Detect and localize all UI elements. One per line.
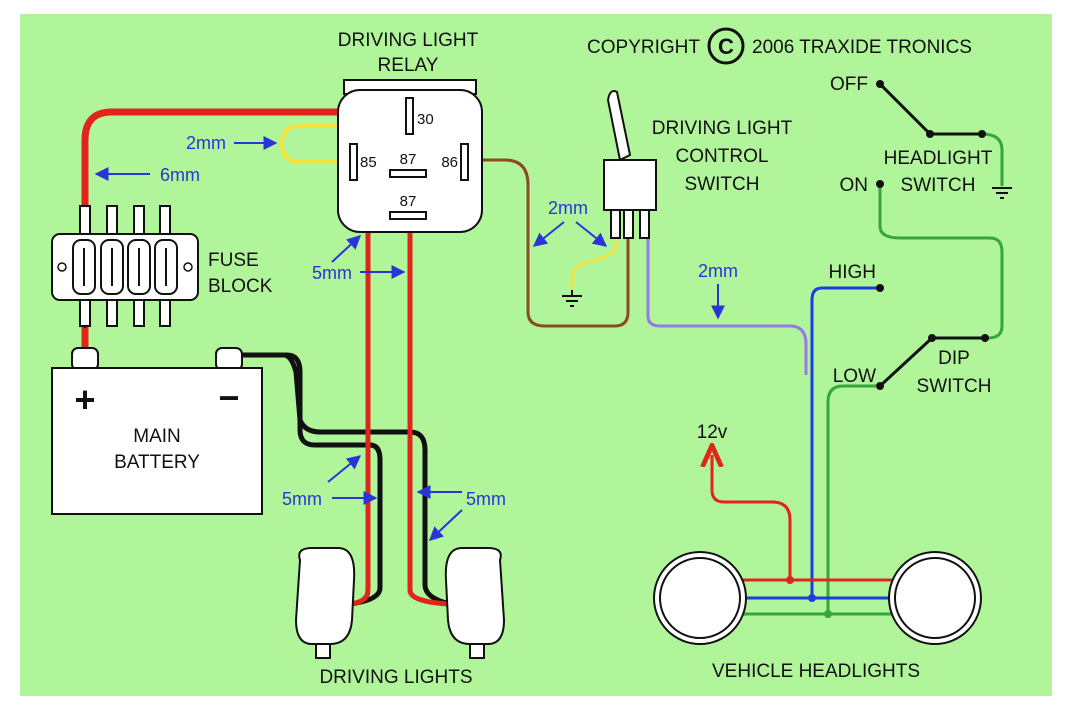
junction-blue (808, 594, 816, 602)
vehicle-headlight-left (653, 551, 747, 645)
arrow-indicator (327, 455, 362, 483)
fuse-block-line2: BLOCK (208, 276, 273, 297)
control-switch-line2: CONTROL (676, 146, 769, 167)
wire-red-87-to-right-lamp (407, 216, 451, 607)
control-switch-line3: SWITCH (685, 174, 760, 195)
main-battery (51, 347, 263, 515)
wire-black-to-right-lamp (232, 352, 451, 607)
junction-red (786, 576, 794, 584)
arrow-indicators (94, 136, 725, 541)
fuse-block-line1: FUSE (208, 250, 259, 271)
relay-pin-30: 30 (417, 111, 434, 128)
battery-negative-sign: − (218, 377, 239, 418)
fuse-block (51, 205, 199, 328)
wire-yellow-2mm-relay (279, 124, 405, 164)
copyright-symbol-letter: C (718, 34, 734, 59)
copyright-prefix: COPYRIGHT (587, 37, 700, 58)
driving-lights-caption: DRIVING LIGHTS (319, 667, 472, 688)
wire-label-5mm-left: 5mm (282, 489, 322, 509)
battery-line1: MAIN (133, 426, 181, 447)
dip-switch-high: HIGH (829, 262, 877, 283)
wire-green-switch-feed (878, 184, 1004, 340)
wire-purple-switch-to-high (646, 236, 808, 375)
relay-pin-85: 85 (360, 154, 377, 171)
dip-switch-line2: SWITCH (917, 376, 992, 397)
driving-light-control-switch (603, 90, 657, 239)
supply-12v-label: 12v (697, 422, 728, 443)
dip-switch (876, 284, 989, 390)
relay-title-line1: DRIVING LIGHT (338, 30, 479, 51)
relay-pin-86: 86 (441, 154, 458, 171)
vehicle-headlight-right (888, 551, 982, 645)
wire-label-5mm-right: 5mm (466, 489, 506, 509)
ground-symbol (992, 187, 1012, 199)
arrow-indicator (532, 221, 565, 247)
wire-label-2mm-relay: 2mm (186, 133, 226, 153)
wire-label-2mm-switch: 2mm (548, 198, 588, 218)
relay-pin-87-bottom: 87 (400, 193, 417, 210)
control-switch-line1: DRIVING LIGHT (652, 118, 793, 139)
wire-brown-86-to-switch (467, 158, 630, 328)
wire-label-5mm-relay: 5mm (312, 263, 352, 283)
relay-pin-87-top: 87 (400, 151, 417, 168)
vehicle-headlights-caption: VEHICLE HEADLIGHTS (712, 661, 920, 682)
wire-red-12v-supply (712, 455, 792, 580)
relay-title-line2: RELAY (378, 55, 439, 76)
headlight-switch-on: ON (840, 175, 869, 196)
copyright-suffix: 2006 TRAXIDE TRONICS (752, 37, 972, 58)
headlight-switch-line1: HEADLIGHT (884, 148, 993, 169)
headlight-switch-off: OFF (830, 74, 868, 95)
driving-light-relay (337, 79, 483, 233)
wire-label-6mm: 6mm (160, 165, 200, 185)
arrow-indicator (331, 235, 362, 263)
headlight-switch (876, 80, 986, 188)
wire-green-low-beam (826, 384, 880, 618)
ground-symbol (562, 290, 582, 307)
copyright-symbol: C (707, 27, 745, 65)
arrow-indicator (575, 221, 608, 247)
arrow-indicator (428, 509, 463, 541)
wire-black-to-left-lamp (232, 352, 383, 607)
dip-switch-low: LOW (833, 366, 876, 387)
wire-red-6mm-fuse-to-relay (81, 108, 414, 244)
wire-yellow-switch-ground (570, 236, 618, 290)
diagram-background (20, 14, 1052, 696)
headlight-switch-line2: SWITCH (901, 175, 976, 196)
wire-blue-high-beam (810, 286, 878, 598)
junction-green (824, 610, 832, 618)
battery-positive-sign: + (74, 379, 95, 420)
driving-lamp-right (444, 547, 506, 659)
wire-label-2mm-purple: 2mm (698, 261, 738, 281)
dip-switch-line1: DIP (938, 348, 970, 369)
battery-line2: BATTERY (114, 452, 200, 473)
driving-lamp-left (294, 547, 356, 659)
